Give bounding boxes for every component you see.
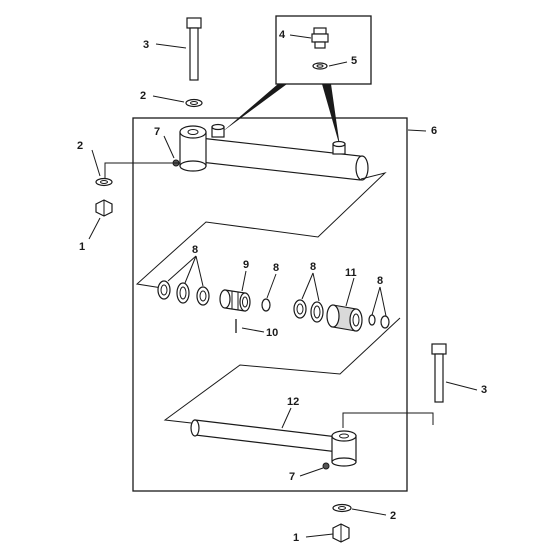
callout-8-center: 8 [310, 261, 316, 273]
callout-4: 4 [279, 29, 286, 41]
seal-row [157, 280, 210, 306]
callout-8-mid: 8 [273, 262, 279, 274]
callout-1-bottom: 1 [293, 532, 299, 544]
grease-fitting-part [311, 27, 329, 49]
right-bolt-part [431, 343, 447, 403]
seal-pair-center [293, 299, 324, 323]
seal-pair-right [368, 314, 390, 329]
leader-lines [88, 34, 478, 538]
callout-3-top: 3 [143, 39, 149, 51]
callout-5: 5 [351, 55, 357, 67]
callout-11: 11 [345, 267, 357, 279]
callout-2-upper: 2 [140, 90, 146, 102]
assembly-frame [132, 117, 408, 492]
bottom-nut-part [332, 523, 350, 543]
lower-tube-assembly [190, 419, 357, 467]
top-washer-part [185, 98, 203, 108]
detail-inset-box [275, 15, 372, 85]
sleeve-part [326, 304, 363, 332]
callout-8-left: 8 [192, 244, 198, 256]
callout-12: 12 [287, 396, 299, 408]
inset-pointer-left [222, 84, 287, 132]
oring-part [261, 298, 271, 312]
callout-7-bottom: 7 [289, 471, 295, 483]
left-washer-part [95, 177, 113, 187]
callout-6: 6 [431, 125, 437, 137]
callout-2-top-left: 2 [77, 140, 83, 152]
top-bolt-part [186, 17, 202, 81]
bottom-set-screw-part [322, 462, 330, 470]
callout-9: 9 [243, 259, 249, 271]
upper-tube-assembly [179, 123, 369, 181]
left-nut-part [95, 199, 113, 217]
bushing-part [219, 289, 251, 312]
callout-2-bottom: 2 [390, 510, 396, 522]
inset-pointer-right [322, 84, 340, 147]
callout-10: 10 [266, 327, 278, 339]
callout-3-right: 3 [481, 384, 487, 396]
small-washer-part [312, 62, 328, 70]
callout-7-top: 7 [154, 126, 160, 138]
callout-8-right: 8 [377, 275, 383, 287]
bottom-washer-part [332, 503, 352, 513]
callout-1-top: 1 [79, 241, 85, 253]
